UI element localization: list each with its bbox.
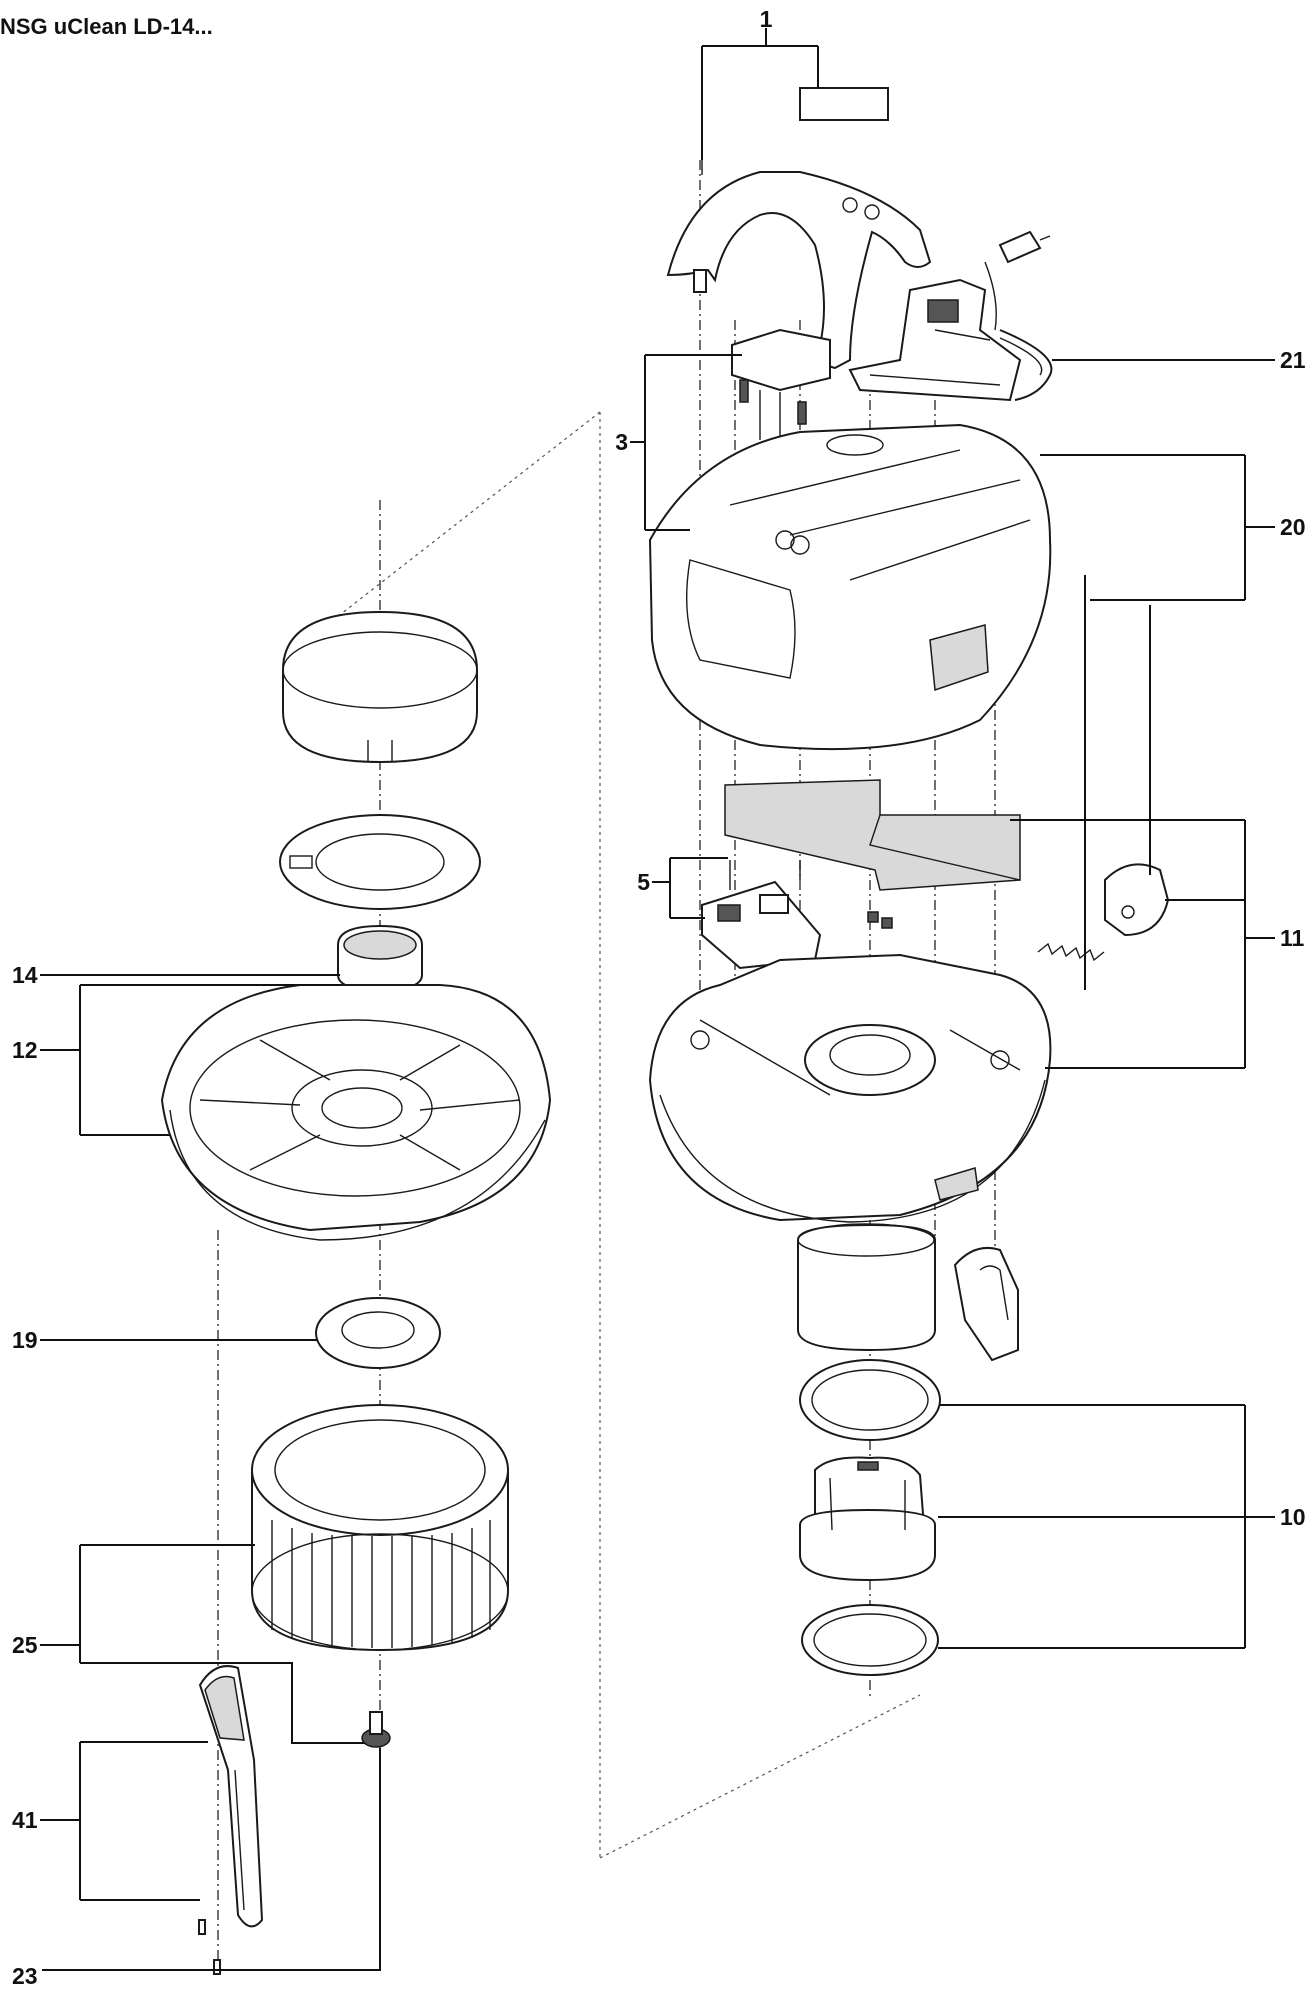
lower-housing [648, 953, 1052, 1223]
callout-25: 25 [12, 1632, 38, 1658]
filter-top-ring [282, 610, 478, 764]
sponge-pad [724, 779, 1021, 891]
callout-1: 1 [760, 6, 773, 32]
callout-14: 14 [12, 962, 38, 988]
filter-holder-part-12 [160, 984, 552, 1241]
wing-nut-part-23 [361, 1711, 391, 1748]
motor-cover-upper-housing [648, 423, 1052, 751]
seal-ring-part-19 [315, 1297, 441, 1369]
callout-10: 10 [1280, 1504, 1306, 1530]
flat-gasket [279, 814, 481, 910]
leader-lines [40, 28, 1275, 1971]
switch-part-3 [731, 328, 831, 440]
callout-labels: 1 3 5 21 20 11 10 14 12 19 25 41 23 [12, 6, 1306, 1989]
callout-23: 23 [12, 1963, 38, 1989]
carry-handle-part-1 [666, 87, 932, 370]
handle-bracket-part-41 [198, 1665, 264, 1975]
circuit-board-part-5 [701, 860, 822, 970]
callout-3: 3 [615, 429, 628, 455]
motor-sleeve [797, 1223, 936, 1352]
callout-41: 41 [12, 1807, 38, 1833]
callout-5: 5 [637, 869, 650, 895]
hose-clip [953, 1246, 1019, 1362]
callout-12: 12 [12, 1037, 38, 1063]
callout-19: 19 [12, 1327, 38, 1353]
switch-bracket-part-20 [848, 278, 1022, 402]
callout-11: 11 [1280, 925, 1305, 951]
diagram-title: NSG uClean LD-14... [0, 14, 213, 39]
cartridge-filter-part-25 [251, 1404, 509, 1652]
spring-cap-part-11 [1037, 863, 1170, 962]
float-cup-part-14 [337, 924, 423, 992]
callout-21: 21 [1280, 347, 1306, 373]
callout-20: 20 [1280, 514, 1306, 540]
motor-assembly-part-10 [799, 1359, 941, 1676]
